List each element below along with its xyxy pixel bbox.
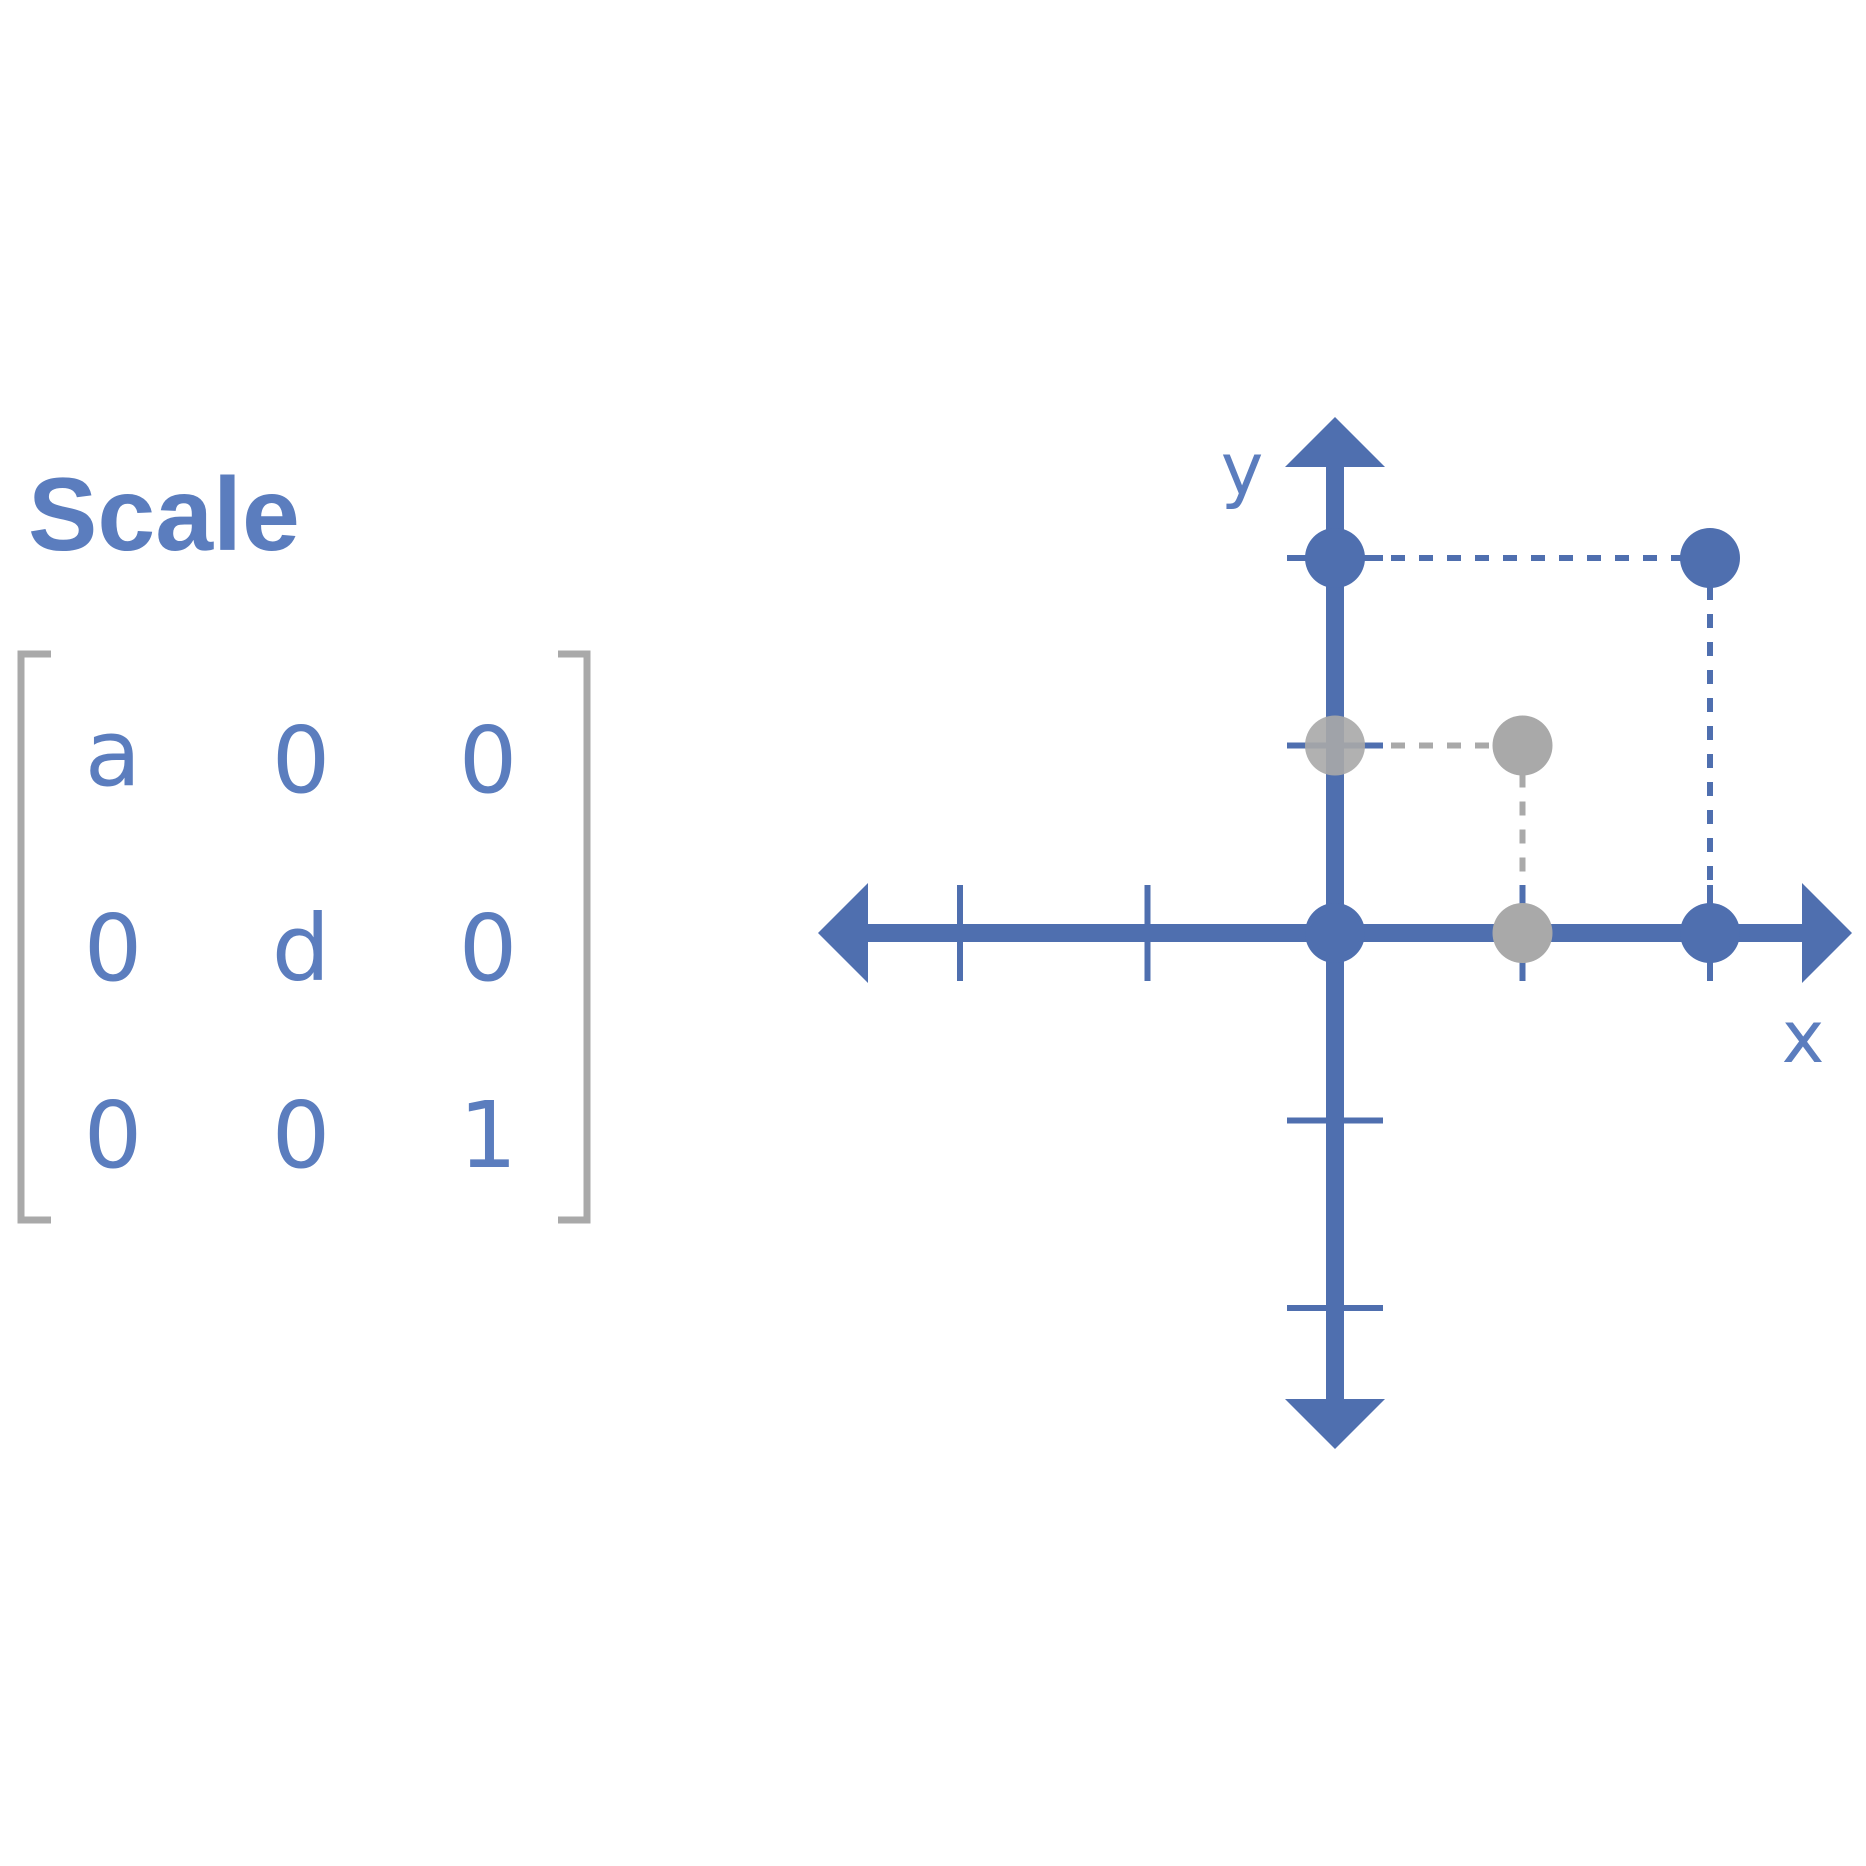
matrix-right-bracket	[558, 650, 591, 1224]
matrix-cell-2-1: 0	[272, 1082, 331, 1189]
y-axis-label: y	[1221, 427, 1264, 511]
scaled-point-2	[1305, 528, 1365, 588]
matrix-cell-0-2: 0	[459, 707, 518, 814]
matrix-cell-2-2: 1	[459, 1082, 518, 1189]
coordinate-plane: x y	[818, 417, 1852, 1449]
original-point-1	[1492, 903, 1553, 963]
matrix-cell-0-0: a	[85, 700, 141, 807]
matrix-left-bracket	[17, 650, 51, 1224]
matrix-cell-1-0: 0	[84, 895, 143, 1002]
matrix-cell-1-1: d	[272, 895, 330, 1002]
x-axis-label: x	[1782, 995, 1825, 1079]
scaled-point-3	[1680, 528, 1740, 588]
matrix-cell-0-1: 0	[272, 707, 331, 814]
matrix-cell-2-0: 0	[84, 1082, 143, 1189]
matrix-cell-1-2: 0	[459, 895, 518, 1002]
y-axis-up-arrow	[1285, 417, 1385, 467]
original-point-3	[1492, 715, 1553, 776]
x-axis-right-arrow	[1802, 883, 1852, 983]
diagram-title: Scale	[28, 457, 300, 573]
original-point-2	[1305, 715, 1365, 776]
scaled-point-0	[1305, 903, 1365, 963]
x-axis-left-arrow	[818, 883, 868, 983]
y-axis-down-arrow	[1285, 1399, 1385, 1449]
points	[1305, 528, 1740, 963]
matrix: a 0 0 0 d 0 0 0 1	[17, 650, 591, 1224]
scaled-point-1	[1680, 903, 1740, 963]
